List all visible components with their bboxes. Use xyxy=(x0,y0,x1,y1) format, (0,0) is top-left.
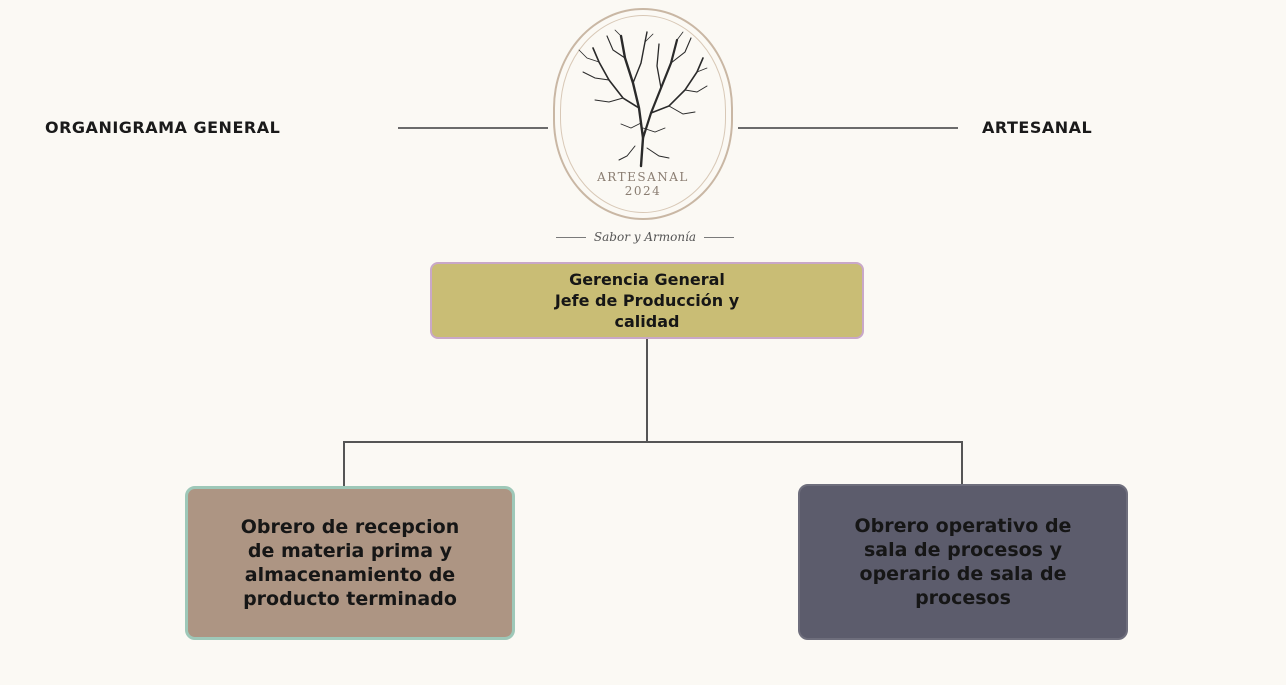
tagline-dash-right xyxy=(704,236,735,238)
connector-vertical-main xyxy=(646,339,648,442)
connector-horizontal xyxy=(343,441,963,443)
tagline-dash-left xyxy=(555,236,586,238)
logo-tagline-row: Sabor y Armonía xyxy=(515,228,775,246)
org-node-reception-worker: Obrero de recepcion de materia prima y a… xyxy=(185,486,515,640)
bare-tree-icon xyxy=(578,29,708,168)
header-right-title: ARTESANAL xyxy=(982,118,1093,137)
logo-tagline: Sabor y Armonía xyxy=(593,230,697,244)
connector-to-right xyxy=(961,441,963,485)
org-node-operations-worker: Obrero operativo de sala de procesos y o… xyxy=(798,484,1128,640)
brand-logo: ARTESANAL 2024 xyxy=(553,8,733,220)
org-node-general-management: Gerencia General Jefe de Producción y ca… xyxy=(430,262,864,339)
header-left-title: ORGANIGRAMA GENERAL xyxy=(45,118,281,137)
header-right-divider xyxy=(738,127,958,129)
logo-year-text: 2024 xyxy=(624,184,662,198)
header-left-divider xyxy=(398,127,548,129)
connector-to-left xyxy=(343,441,345,487)
logo-inner-frame xyxy=(560,15,726,213)
logo-brand-text: ARTESANAL xyxy=(597,170,689,184)
